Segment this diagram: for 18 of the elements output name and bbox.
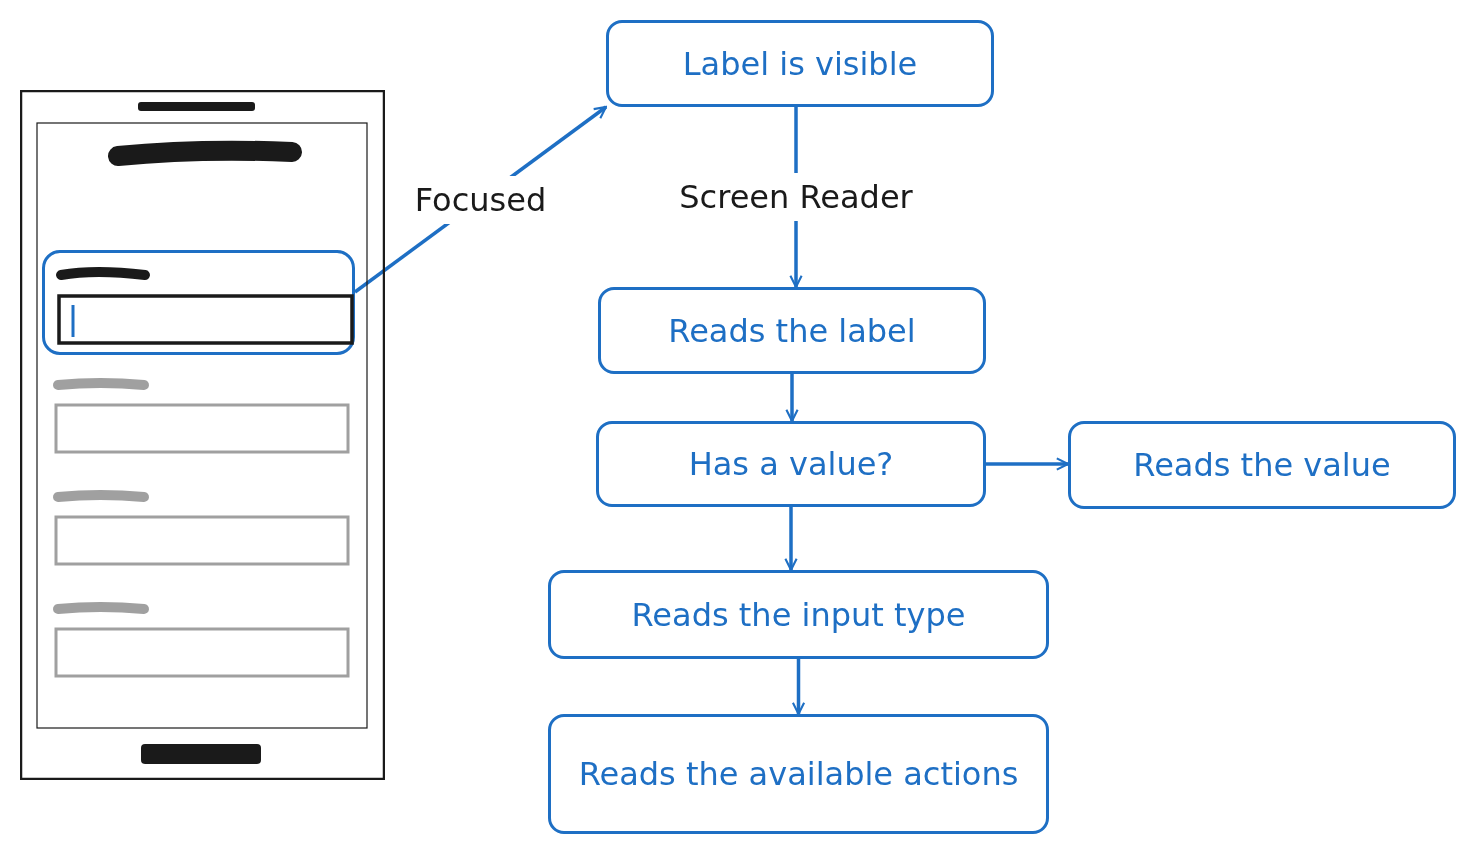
arrow xyxy=(986,457,1070,471)
box-text: Label is visible xyxy=(682,43,918,84)
box-text: Reads the value xyxy=(1133,445,1391,485)
process-box xyxy=(606,20,994,107)
box-text: Reads the input type xyxy=(631,594,966,635)
process-box xyxy=(548,570,1049,659)
phone-drawing xyxy=(20,90,385,780)
process-box xyxy=(548,714,1049,834)
box-text: Has a value? xyxy=(688,444,894,484)
arrow xyxy=(791,659,806,716)
process-box xyxy=(598,287,986,374)
box-text: Reads the label xyxy=(668,310,916,351)
process-box xyxy=(596,421,986,507)
arrow xyxy=(785,374,799,423)
arrow xyxy=(784,507,798,572)
process-box xyxy=(1068,421,1456,509)
box-text: Reads the available actions xyxy=(578,754,1019,794)
focused-input-field xyxy=(42,250,355,355)
